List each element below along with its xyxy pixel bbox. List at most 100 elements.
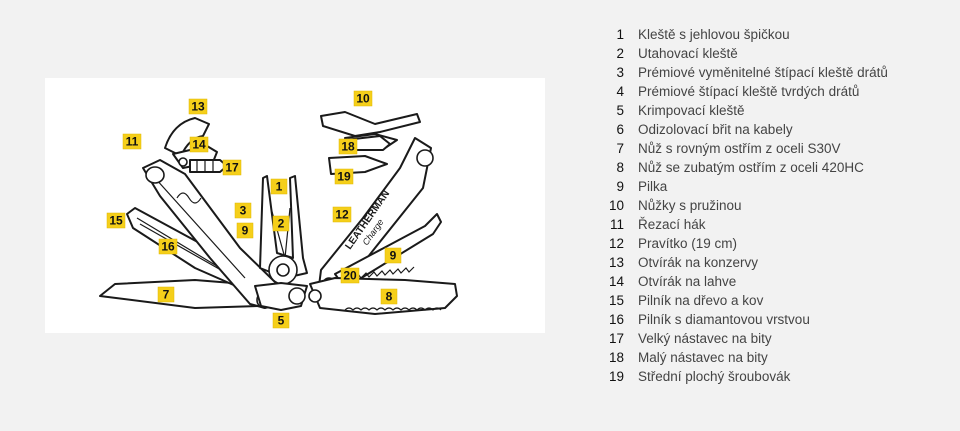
legend-number: 17	[608, 331, 624, 346]
legend-number: 16	[608, 312, 624, 327]
bit-driver	[189, 159, 228, 173]
legend-label: Otvírák na lahve	[638, 274, 737, 289]
svg-text:2: 2	[278, 217, 285, 231]
legend-label: Pilka	[638, 179, 668, 194]
legend-number: 14	[608, 274, 624, 289]
legend-label: Nůž s rovným ostřím z oceli S30V	[638, 141, 841, 156]
legend-item: 7 Nůž s rovným ostřím z oceli S30V	[604, 139, 954, 158]
legend-label: Malý nástavec na bity	[638, 350, 768, 365]
legend-number: 3	[616, 65, 624, 80]
legend-number: 9	[616, 179, 624, 194]
legend-item: 15 Pilník na dřevo a kov	[604, 291, 954, 310]
legend-number: 10	[608, 198, 624, 213]
svg-text:16: 16	[161, 240, 175, 254]
legend-item: 10 Nůžky s pružinou	[604, 196, 954, 215]
legend-item: 18 Malý nástavec na bity	[604, 348, 954, 367]
legend-item: 19 Střední plochý šroubovák	[604, 367, 954, 386]
legend-item: 12 Pravítko (19 cm)	[604, 234, 954, 253]
tag-9-left: 9	[236, 222, 254, 239]
tag-17: 17	[222, 159, 242, 176]
tag-18: 18	[338, 138, 358, 155]
legend-label: Krimpovací kleště	[638, 103, 745, 118]
svg-text:3: 3	[240, 204, 247, 218]
legend-number: 11	[609, 217, 624, 232]
legend-number: 19	[608, 369, 624, 384]
legend-item: 14 Otvírák na lahve	[604, 272, 954, 291]
legend-label: Pravítko (19 cm)	[638, 236, 738, 251]
legend-number: 18	[608, 350, 624, 365]
svg-text:12: 12	[335, 208, 349, 222]
svg-text:7: 7	[163, 288, 170, 302]
legend-label: Utahovací kleště	[638, 46, 738, 61]
legend-item: 16 Pilník s diamantovou vrstvou	[604, 310, 954, 329]
legend-label: Pilník na dřevo a kov	[638, 293, 764, 308]
legend-number: 8	[616, 160, 624, 175]
svg-text:10: 10	[356, 92, 370, 106]
svg-text:14: 14	[192, 138, 206, 152]
legend-number: 13	[608, 255, 624, 270]
scissors	[320, 111, 421, 137]
svg-text:18: 18	[341, 140, 355, 154]
svg-text:1: 1	[276, 180, 283, 194]
legend-item: 11 Řezací hák	[604, 215, 954, 234]
legend-item: 2 Utahovací kleště	[604, 44, 954, 63]
tag-8: 8	[380, 288, 398, 305]
legend-item: 8 Nůž se zubatým ostřím z oceli 420HC	[604, 158, 954, 177]
multitool-illustration: LEATHERMAN Charge 13 11 14	[99, 90, 458, 329]
svg-text:20: 20	[343, 269, 357, 283]
legend-label: Nůž se zubatým ostřím z oceli 420HC	[638, 160, 864, 175]
multitool-diagram: LEATHERMAN Charge 13 11 14	[45, 78, 545, 333]
legend-item: 6 Odizolovací břit na kabely	[604, 120, 954, 139]
legend-label: Pilník s diamantovou vrstvou	[638, 312, 810, 327]
legend-item: 1 Kleště s jehlovou špičkou	[604, 25, 954, 44]
svg-text:11: 11	[126, 135, 139, 149]
svg-text:5: 5	[278, 314, 285, 328]
tag-2: 2	[272, 215, 290, 232]
parts-legend: 1 Kleště s jehlovou špičkou 2 Utahovací kl…	[604, 25, 954, 386]
legend-item: 13 Otvírák na konzervy	[604, 253, 954, 272]
svg-text:17: 17	[225, 161, 239, 175]
legend-number: 12	[608, 236, 624, 251]
svg-text:19: 19	[337, 170, 351, 184]
tag-1: 1	[270, 178, 288, 195]
tag-11: 11	[122, 133, 142, 150]
tag-9-right: 9	[384, 247, 402, 264]
legend-number: 5	[616, 103, 624, 118]
svg-text:8: 8	[386, 290, 393, 304]
legend-label: Nůžky s pružinou	[638, 198, 742, 213]
tag-19: 19	[334, 168, 354, 185]
legend-label: Otvírák na konzervy	[638, 255, 759, 270]
tag-12: 12	[332, 206, 352, 223]
tag-10: 10	[353, 90, 373, 107]
tag-15: 15	[106, 212, 126, 229]
tag-5: 5	[272, 312, 290, 329]
legend-label: Velký nástavec na bity	[638, 331, 772, 346]
legend-number: 1	[616, 27, 624, 42]
legend-label: Prémiové štípací kleště tvrdých drátů	[638, 84, 860, 99]
tag-7: 7	[157, 286, 175, 303]
tag-13: 13	[188, 98, 208, 115]
can-opener	[164, 117, 210, 157]
legend-label: Kleště s jehlovou špičkou	[638, 27, 790, 42]
svg-text:9: 9	[390, 249, 397, 263]
legend-number: 2	[616, 46, 624, 61]
tag-20: 20	[340, 267, 360, 284]
legend-label: Řezací hák	[638, 217, 706, 232]
legend-label: Prémiové vyměnitelné štípací kleště drát…	[638, 65, 888, 80]
legend-number: 15	[608, 293, 624, 308]
tag-16: 16	[158, 238, 178, 255]
legend-item: 17 Velký nástavec na bity	[604, 329, 954, 348]
legend-item: 3 Prémiové vyměnitelné štípací kleště drá…	[604, 63, 954, 82]
svg-text:15: 15	[109, 214, 123, 228]
svg-text:9: 9	[242, 224, 249, 238]
legend-label: Střední plochý šroubovák	[638, 369, 791, 384]
legend-label: Odizolovací břit na kabely	[638, 122, 793, 137]
legend-number: 7	[616, 141, 624, 156]
legend-item: 5 Krimpovací kleště	[604, 101, 954, 120]
tag-3: 3	[234, 202, 252, 219]
legend-item: 4 Prémiové štípací kleště tvrdých drátů	[604, 82, 954, 101]
legend-item: 9 Pilka	[604, 177, 954, 196]
legend-number: 4	[616, 84, 624, 99]
legend-number: 6	[616, 122, 624, 137]
